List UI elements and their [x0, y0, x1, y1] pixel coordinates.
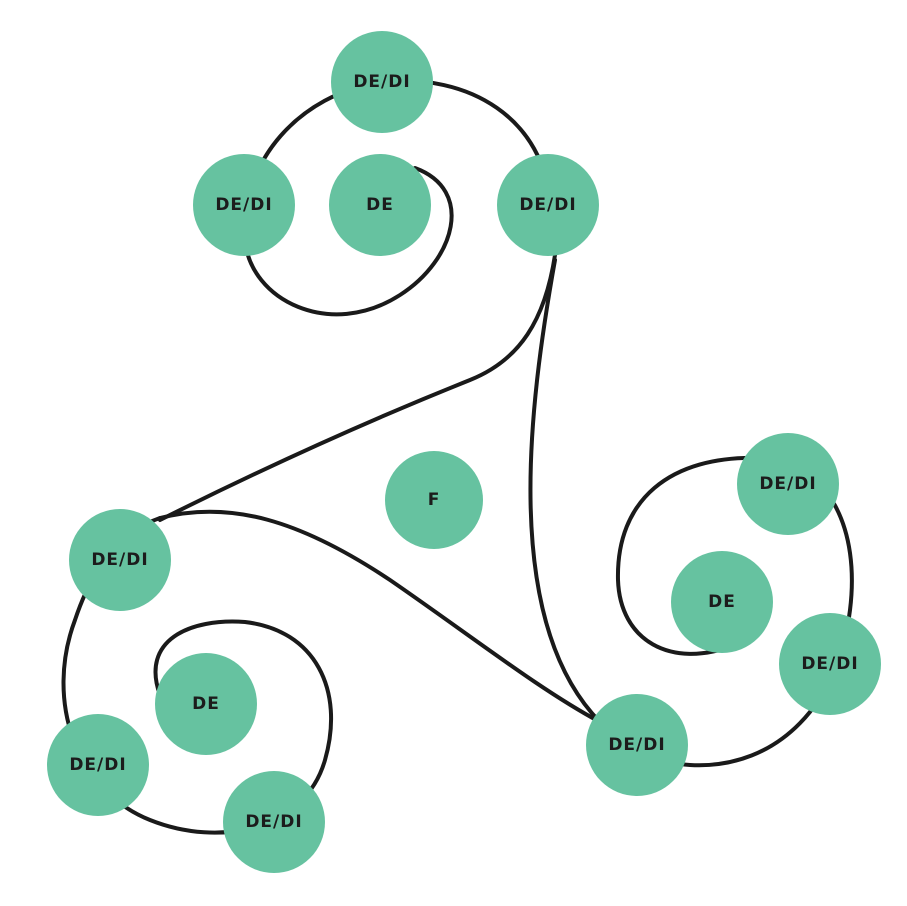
- node-label: DE: [192, 694, 220, 714]
- node-circle: [497, 154, 599, 256]
- node-label: DE/DI: [519, 195, 576, 215]
- node-left-de-di-3: DE/DI: [223, 771, 325, 873]
- node-left-de: DE: [155, 653, 257, 755]
- node-top-de-di-2: DE/DI: [193, 154, 295, 256]
- nodes: DE/DI DE/DI DE DE/DI F DE/DI DE DE/DI: [47, 31, 881, 873]
- node-label: DE: [366, 195, 394, 215]
- node-label: DE/DI: [215, 195, 272, 215]
- node-top-de-di-3: DE/DI: [497, 154, 599, 256]
- node-label: DE/DI: [69, 755, 126, 775]
- node-label: DE/DI: [353, 72, 410, 92]
- node-circle: [47, 714, 149, 816]
- node-label: DE/DI: [801, 654, 858, 674]
- left-to-right-line: [158, 509, 602, 724]
- node-circle: [223, 771, 325, 873]
- top-to-right-line: [528, 258, 602, 724]
- node-right-de-di-3: DE/DI: [586, 694, 688, 796]
- node-circle: [779, 613, 881, 715]
- node-right-de-di-1: DE/DI: [737, 433, 839, 535]
- node-left-de-di-1: DE/DI: [69, 509, 171, 611]
- node-center-f: F: [385, 451, 483, 549]
- node-circle: [155, 653, 257, 755]
- node-label: F: [428, 490, 441, 510]
- top-to-left-line: [158, 253, 557, 522]
- node-label: DE: [708, 592, 736, 612]
- node-circle: [331, 31, 433, 133]
- node-circle: [737, 433, 839, 535]
- node-circle: [193, 154, 295, 256]
- node-circle: [329, 154, 431, 256]
- node-label: DE/DI: [759, 474, 816, 494]
- node-top-de-di-1: DE/DI: [331, 31, 433, 133]
- node-circle: [385, 451, 483, 549]
- node-label: DE/DI: [608, 735, 665, 755]
- node-label: DE/DI: [91, 550, 148, 570]
- node-top-de: DE: [329, 154, 431, 256]
- node-circle: [69, 509, 171, 611]
- node-label: DE/DI: [245, 812, 302, 832]
- node-circle: [586, 694, 688, 796]
- node-circle: [671, 551, 773, 653]
- node-right-de-di-2: DE/DI: [779, 613, 881, 715]
- node-left-de-di-2: DE/DI: [47, 714, 149, 816]
- node-right-de: DE: [671, 551, 773, 653]
